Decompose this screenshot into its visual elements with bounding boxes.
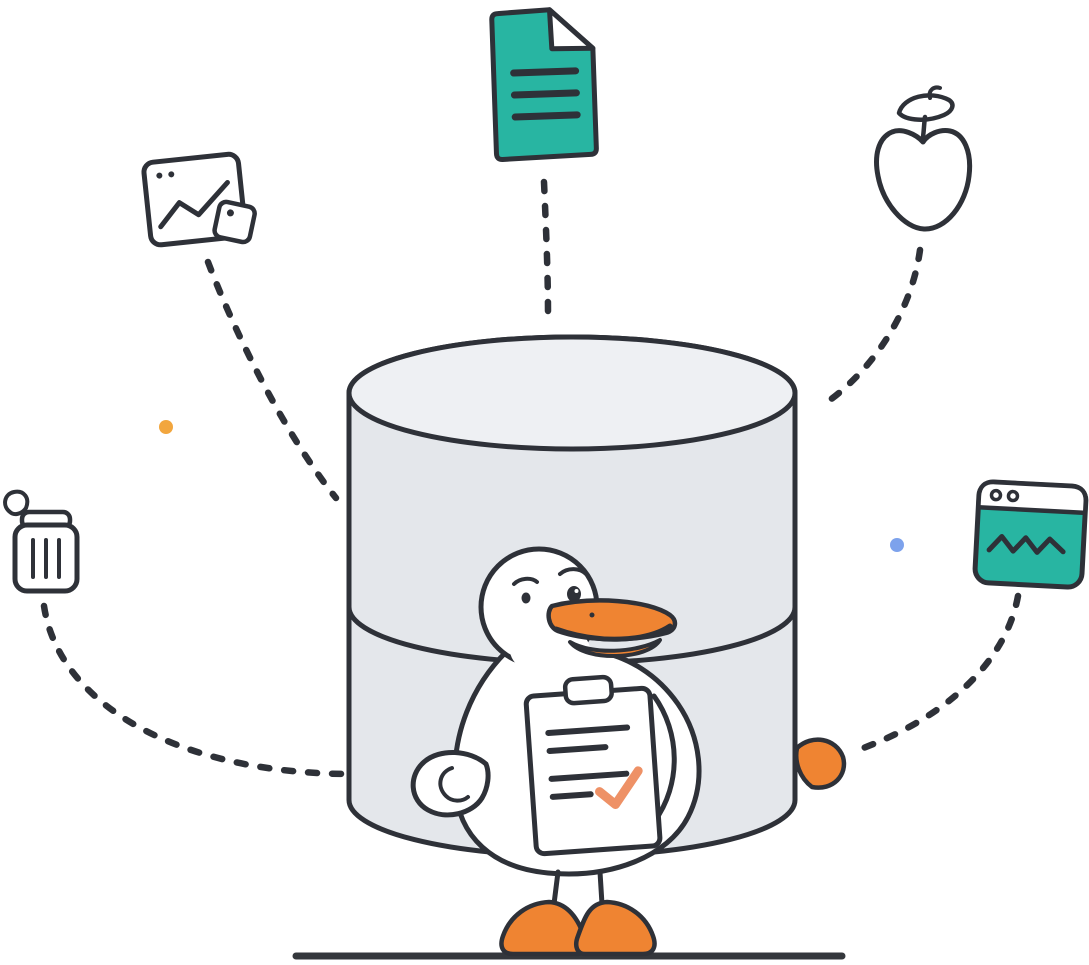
document-text-lines [510, 67, 581, 121]
duck-eye-glint [574, 589, 579, 593]
apple-stem-curl [927, 85, 942, 100]
duck-eye-left [521, 592, 531, 604]
apple-leaf [896, 93, 955, 122]
document-body [489, 7, 599, 162]
image-chart-line [158, 180, 230, 230]
window-header-dot-2 [1006, 489, 1020, 503]
window-wave-line [986, 534, 1066, 555]
duck-legs [551, 869, 605, 907]
dashed-connectors [40, 178, 1022, 778]
duck-tail [794, 737, 847, 790]
checkmark [595, 766, 643, 810]
connector-jar [40, 602, 350, 778]
apple-icon [874, 85, 973, 232]
image-dot-2 [168, 171, 175, 178]
document-folded-corner [546, 7, 596, 52]
duck-brow-left [512, 576, 539, 586]
duck-foot-right [574, 899, 657, 957]
connector-app-window [854, 592, 1022, 754]
orange-dot [159, 420, 173, 434]
clipboard-checklist [523, 674, 663, 857]
beak-lower [568, 638, 662, 659]
duck-neck [510, 624, 590, 676]
checklist-line-2 [546, 744, 609, 754]
image-tag [212, 199, 257, 245]
window-header-dot-1 [989, 488, 1003, 502]
blue-dot [890, 538, 904, 552]
jar-stripes [31, 538, 61, 579]
image-chart-icon [141, 151, 257, 248]
tag-shape [212, 199, 257, 245]
fist-curl-line [438, 766, 470, 803]
connector-document [540, 178, 552, 318]
beak-nostril [589, 612, 595, 618]
checklist-line-1 [545, 724, 631, 737]
checklist-line-3 [548, 770, 630, 782]
document-icon [489, 7, 599, 162]
connector-apple [826, 246, 924, 404]
duck-wing-left-fist [410, 749, 491, 818]
cylinder-top [346, 334, 798, 452]
duck-beak [546, 598, 678, 659]
checklist-line-4 [549, 791, 594, 800]
window-header [976, 479, 1089, 516]
app-window-icon [972, 479, 1089, 590]
apple-body [874, 128, 973, 232]
image-dot-1 [156, 172, 163, 179]
connector-image-chart [204, 258, 340, 502]
apple-stem [920, 114, 928, 140]
fist-shape [410, 749, 491, 818]
jar-icon [3, 489, 80, 594]
jar-leaf [3, 489, 30, 517]
duck-brow-right [558, 567, 588, 576]
duck-foot-left [499, 899, 588, 957]
tag-hole [226, 209, 234, 217]
beak-mouth-line [553, 623, 673, 642]
clipboard-clip [562, 674, 614, 706]
